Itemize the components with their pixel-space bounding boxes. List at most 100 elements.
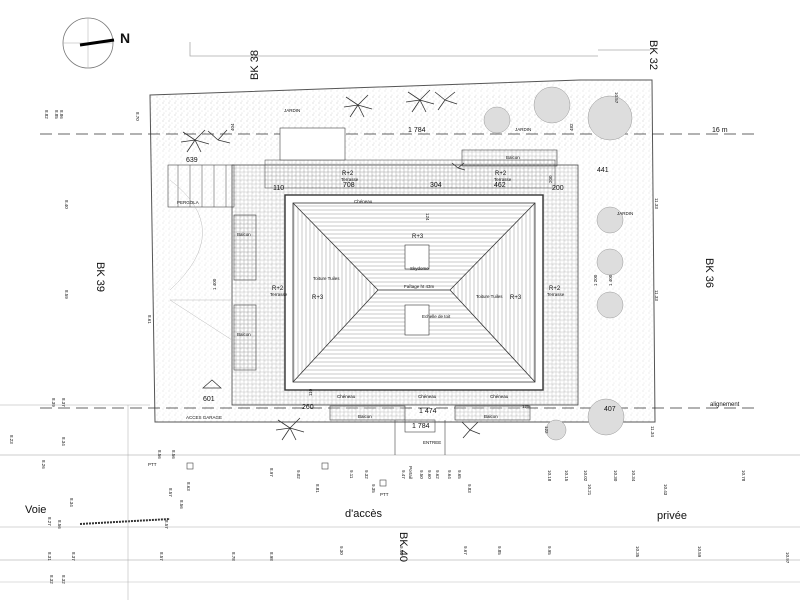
road-label-acces: d'accès (345, 508, 382, 520)
spot-level: 10.30 (613, 470, 618, 482)
zone-jardin-top-left: JARDIN (284, 108, 300, 113)
spot-level: 9.64 (447, 470, 452, 479)
spot-level: 9.32 (364, 470, 369, 479)
palm-icons (180, 89, 481, 441)
dim-404: 404 (230, 123, 235, 131)
spot-level: 8.56 (57, 520, 62, 529)
dim-200: 200 (552, 185, 564, 192)
spot-level: 8.97 (269, 468, 274, 477)
spot-level: 8.78 (231, 552, 236, 561)
spot-level: 8.57 (168, 488, 173, 497)
spot-level: 8.57 (164, 520, 169, 529)
spot-level: 8.59 (64, 290, 69, 299)
spot-level: 10.34 (631, 470, 636, 482)
zone-balcon-top: Balcon (506, 155, 520, 160)
parcel-bk32: BK 32 (647, 40, 659, 70)
spot-level: 8.63 (186, 482, 191, 491)
spot-level: 8.27 (47, 517, 52, 526)
spot-level: 8.82 (44, 110, 49, 119)
ptt-label-2: PTT (380, 492, 389, 497)
roof-r3-left: R+3 (312, 295, 324, 301)
spot-level: 8.98 (269, 552, 274, 561)
spot-level: 10.43 (663, 484, 668, 496)
spot-level: 8.61 (147, 315, 152, 324)
zone-balcon-bottom-right: Balcon (484, 414, 498, 419)
spot-level: 9.67 (463, 546, 468, 555)
spot-level: 8.70 (135, 112, 140, 121)
roof-cheneau-br: Chéneau (490, 394, 509, 399)
dim-1133-a: 11.33 (654, 198, 659, 209)
parcel-bk39: BK 39 (94, 262, 106, 292)
spot-level: 10.78 (741, 470, 746, 482)
spot-level: 9.47 (401, 470, 406, 479)
roof-toiture-left: Toiture Tuiles (313, 276, 340, 281)
dim-125: 125 (522, 404, 530, 409)
terrace-r2-l: R+2 (272, 286, 284, 292)
spot-level: 8.32 (49, 575, 54, 584)
zone-entree: ENTREE (423, 440, 441, 445)
dim-1784-top: 1 784 (408, 127, 426, 134)
spot-level: 10.57 (614, 92, 619, 104)
spot-level: 8.56 (179, 500, 184, 509)
spot-level: 8.57 (159, 552, 164, 561)
dim-16m: 16 m (712, 127, 728, 134)
spot-level: 9.65 (457, 470, 462, 479)
north-label: N (120, 30, 130, 46)
dim-482: 482 (569, 123, 574, 131)
spot-level: 8.26 (41, 460, 46, 469)
spot-level: 9.50 (419, 470, 424, 479)
roof-toiture-right: Toiture Tuiles (476, 294, 503, 299)
parcel-bk40: BK 40 (397, 532, 409, 562)
dim-122: 122 (544, 426, 549, 434)
spot-level: 8.56 (171, 450, 176, 459)
terrace-label-tr: Terrasse (494, 177, 512, 182)
spot-level: 9.02 (296, 470, 301, 479)
dim-407: 407 (604, 406, 616, 413)
spot-level: 10.18 (547, 470, 552, 482)
dim-639: 639 (186, 157, 198, 164)
zone-jardin-top-right: JARDIN (515, 127, 531, 132)
dim-441: 441 (597, 167, 609, 174)
road-label-privee: privée (657, 510, 687, 522)
dim-601: 601 (203, 396, 215, 403)
spot-level: 8.39 (51, 398, 56, 407)
dim-1200-right: 1 200 (593, 274, 598, 286)
spot-level: 9.30 (339, 546, 344, 555)
ptt-label-1: PTT (148, 462, 157, 467)
dim-1474: 1 474 (419, 408, 437, 415)
spot-level: 8.85 (54, 110, 59, 119)
roof-cheneau-top: Chéneau (354, 199, 373, 204)
spot-level: 8.37 (71, 552, 76, 561)
spot-level: 8.32 (61, 575, 66, 584)
zone-alignement: alignement (710, 402, 740, 408)
roof-cheneau-bl: Chéneau (337, 394, 356, 399)
tree-icons (483, 86, 633, 441)
spot-level: 10.59 (697, 546, 702, 558)
zone-acces-garage: ACCES GARAGE (186, 415, 222, 420)
zone-pergola: PERGOLA (177, 200, 199, 205)
terrace-label-l: Terrasse (270, 292, 288, 297)
spot-level: 8.37 (61, 398, 66, 407)
spot-level: 9.35 (371, 484, 376, 493)
roof-skydome: Skydome (410, 266, 429, 271)
spot-level: 8.81 (315, 484, 320, 493)
dim-110-top: 110 (273, 185, 284, 192)
dim-1400-right: 1 400 (608, 274, 613, 286)
terrace-r2-tl: R+2 (342, 171, 354, 177)
terrace-r2-r: R+2 (549, 286, 561, 292)
spot-level: 9.11 (349, 470, 354, 479)
dim-1784-bot: 1 784 (412, 423, 430, 430)
spot-level: 10.15 (564, 470, 569, 482)
spot-level: 9.85 (497, 546, 502, 555)
spot-level: 8.56 (157, 450, 162, 459)
parcel-bk38: BK 38 (249, 50, 261, 80)
dim-1400-left: 1 400 (212, 278, 217, 290)
dim-200-top: 200 (548, 175, 553, 183)
spot-level: 8.34 (61, 437, 66, 446)
roof-r3-right: R+3 (510, 295, 522, 301)
zone-balcon-left-bottom: Balcon (237, 332, 251, 337)
spot-level: 9.60 (427, 470, 432, 479)
dim-260: 260 (302, 404, 314, 411)
